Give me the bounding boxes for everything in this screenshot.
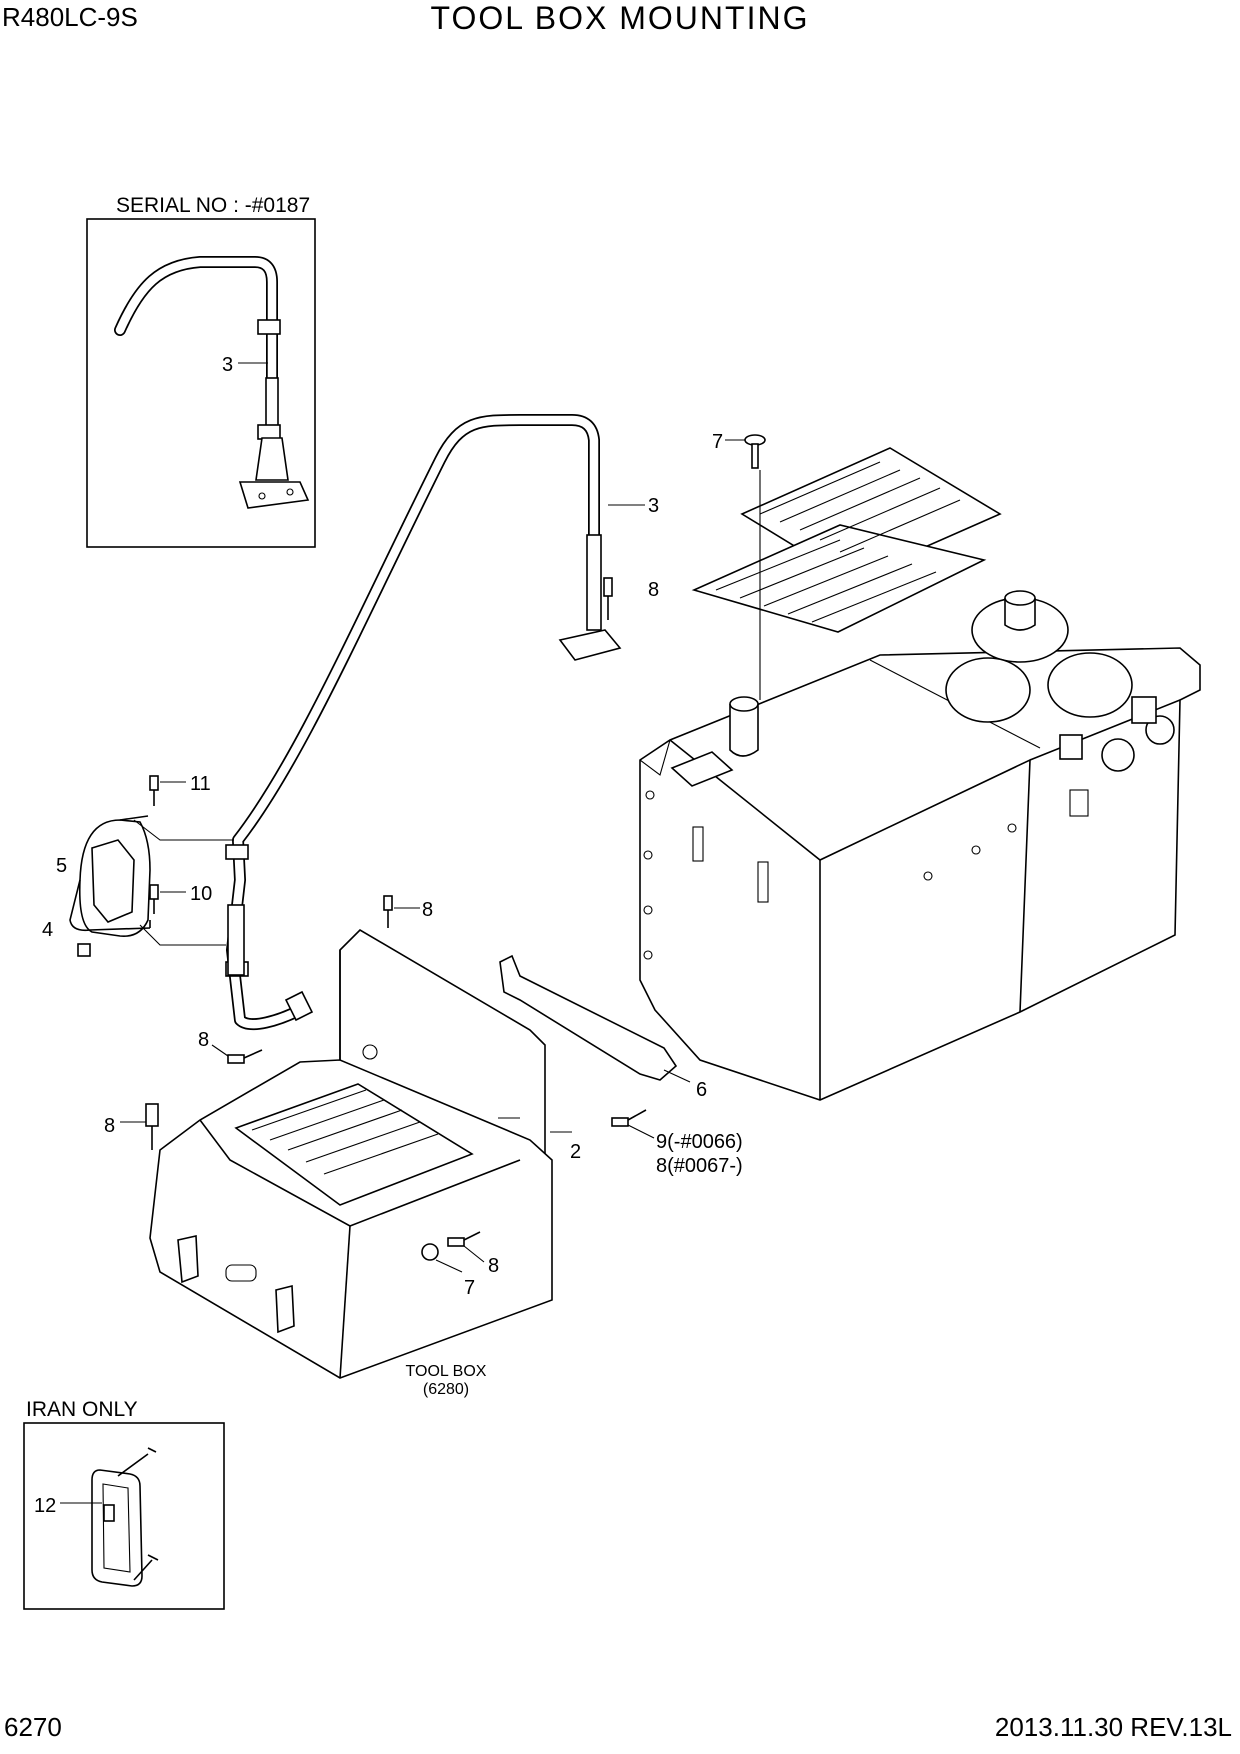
- tool-box: [149, 928, 572, 1379]
- callout-9: 9(-#0066): [656, 1131, 743, 1153]
- iran-inset: [23, 1422, 225, 1610]
- callout-11: 11: [190, 773, 211, 795]
- support-bracket: [499, 954, 691, 1083]
- callout-8-pipe-base: 8: [198, 1029, 209, 1051]
- toolbox-ref-label: TOOL BOX: [406, 1363, 487, 1380]
- callout-7-front: 7: [464, 1277, 475, 1299]
- callout-inset-3: 3: [222, 354, 233, 376]
- serial-inset: [86, 218, 316, 548]
- callout-6: 6: [696, 1079, 707, 1101]
- callout-7-top: 7: [712, 431, 723, 453]
- callout-8-box-front: 8: [488, 1255, 499, 1277]
- date-revision: 2013.11.30 REV.13L: [994, 1712, 1232, 1742]
- callout-2: 2: [570, 1141, 581, 1163]
- tank-assembly: [639, 590, 1201, 1101]
- handrail-pipe: [225, 414, 645, 1031]
- callout-8-pipe: 8: [648, 579, 659, 601]
- model-number: R480LC-9S: [2, 2, 138, 32]
- page-number: 6270: [4, 1712, 62, 1742]
- callout-8-box-top: 8: [422, 899, 433, 921]
- fasteners: [120, 434, 766, 1273]
- page-title: TOOL BOX MOUNTING: [430, 0, 810, 36]
- toolbox-ref-code: (6280): [423, 1381, 469, 1398]
- callout-12: 12: [34, 1495, 56, 1517]
- toolbox-reference: TOOL BOX (6280): [406, 1363, 487, 1398]
- callout-10: 10: [190, 883, 212, 905]
- callout-5: 5: [56, 855, 67, 877]
- callout-4: 4: [42, 919, 53, 941]
- mirror-assembly: [69, 815, 234, 957]
- serial-inset-caption: SERIAL NO : -#0187: [116, 194, 311, 217]
- iran-inset-caption: IRAN ONLY: [26, 1398, 138, 1421]
- floor-plates: [691, 447, 1002, 700]
- callout-labels: 3 3 7 8 11 5 10 4 8 8 8 2 6 9(-#0066) 8(…: [34, 354, 743, 1517]
- callout-3: 3: [648, 495, 659, 517]
- callout-8-alt: 8(#0067-): [656, 1155, 743, 1177]
- callout-8-box-left: 8: [104, 1115, 115, 1137]
